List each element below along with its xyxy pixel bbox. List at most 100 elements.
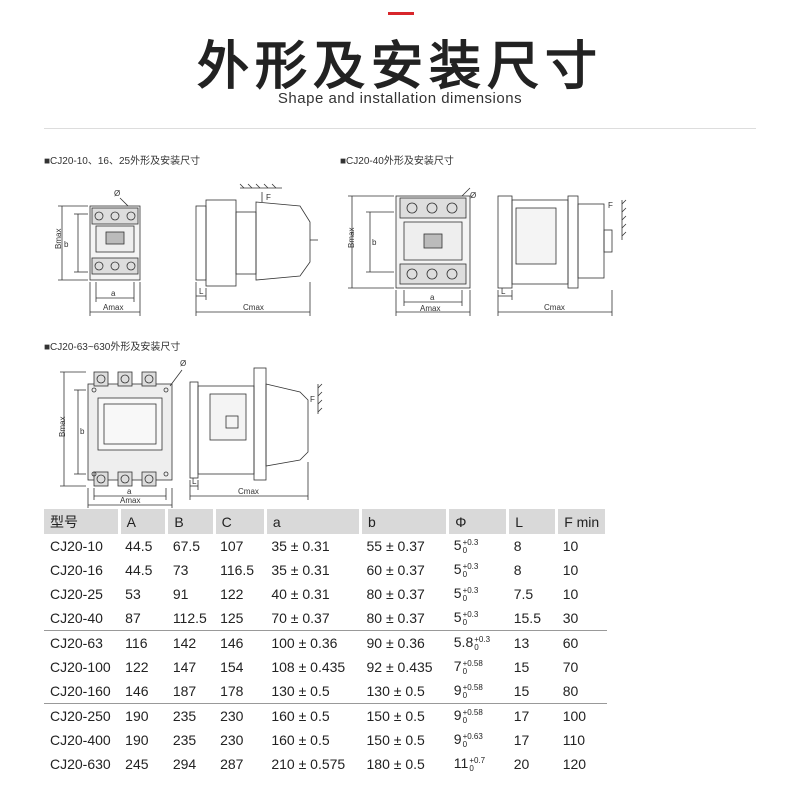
cell-model: CJ20-250 [44,703,120,728]
phi-value: 5.8 [453,634,474,651]
phi-value: 5 [453,609,462,626]
cell-F: 110 [562,732,586,748]
phi-upper-tolerance: +0.3 [474,634,491,644]
header-divider [44,128,756,129]
cell-model: CJ20-160 [50,683,111,699]
cell-b: 150 ± 0.5 [366,732,425,748]
cell-B: 294 [172,756,197,772]
cell-model: CJ20-25 [50,586,103,602]
page-subtitle: Shape and installation dimensions [277,90,523,107]
cell-L: 15 [513,683,530,699]
cell-L: 8 [513,562,522,578]
cell-F: 10 [562,586,579,602]
cell-b: 55 ± 0.37 [366,538,425,554]
cell-C: 178 [220,683,244,699]
phi-value: 7 [453,658,462,675]
phi-upper-tolerance: +0.3 [462,561,479,571]
fig1-phi-label: Ø [114,189,120,198]
fig2-b-label: b [372,238,377,247]
cell-C: 287 [220,756,244,772]
phi-upper-tolerance: +0.3 [462,537,479,547]
cell-a: 160 ± 0.5 [271,732,330,748]
fig2-phi-label: Ø [470,191,476,200]
cell-L: 17 [507,703,557,728]
fig1-amax-label: Amax [103,303,123,312]
cell-F: 80 [562,683,579,699]
phi-lower-tolerance: 0 [462,617,468,627]
cell-C: 116.5 [220,562,255,578]
cell-F: 60 [556,630,607,655]
cell-B: 73 [172,562,189,578]
cell-b: 80 ± 0.37 [366,586,425,602]
fig3-front-view [60,369,183,508]
cell-F: 100 [556,703,607,728]
cell-model: CJ20-630 [50,756,111,772]
fig1-caption: ■CJ20-10、16、25外形及安装尺寸 [44,156,201,167]
fig2-amax-label: Amax [420,304,440,313]
cell-F: 30 [562,610,579,626]
phi-lower-tolerance: 0 [462,593,468,603]
phi-upper-tolerance: +0.63 [462,731,483,741]
fig1-a-label: a [111,289,116,298]
cell-L: 15.5 [513,610,541,626]
cell-F: 70 [562,659,579,675]
cell-A: 44.5 [125,538,153,554]
phi-lower-tolerance: 0 [462,666,468,676]
cell-L: 8 [513,538,522,554]
fig1-b-label: b [64,240,69,249]
col-C: C [214,509,267,534]
fig2-l-label: L [501,287,506,296]
cell-A: 87 [125,610,141,626]
fig3-f-label: F [310,395,315,404]
phi-upper-tolerance: +0.7 [469,755,486,765]
fig1-front-view [58,197,141,316]
fig2-side-view [497,195,627,316]
cell-model: CJ20-10 [50,538,103,554]
fig3-a-label: a [127,487,132,496]
cell-A: 190 [125,732,149,748]
cell-L: 7.5 [513,586,534,602]
cell-A: 245 [125,756,149,772]
cell-C: 230 [214,703,266,728]
cell-A: 44.5 [125,562,153,578]
phi-upper-tolerance: +0.58 [462,682,483,692]
cell-b: 90 ± 0.36 [360,630,448,655]
phi-lower-tolerance: 0 [462,545,468,555]
table-header-row: 型号 A B C a b Φ L F min [44,509,608,534]
cell-B: 112.5 [172,610,207,626]
phi-value: 11 [453,755,469,772]
col-Fmin: F min [556,509,608,534]
fig1-cmax-label: Cmax [243,303,264,312]
cell-b: 130 ± 0.5 [366,683,425,699]
fig2-f-label: F [608,201,613,210]
col-L: L [507,509,559,534]
cell-a: 70 ± 0.37 [271,610,330,626]
cell-b: 150 ± 0.5 [360,703,448,728]
cell-L: 15 [513,659,530,675]
dimension-drawings: Bmax b a Amax Ø F L Cmax [54,183,627,508]
col-b: b [360,509,450,534]
cell-C: 122 [220,586,244,602]
cell-b: 180 ± 0.5 [366,756,425,772]
cell-B: 235 [166,703,215,728]
phi-value: 5 [453,585,462,602]
fig3-cmax-label: Cmax [238,487,259,496]
